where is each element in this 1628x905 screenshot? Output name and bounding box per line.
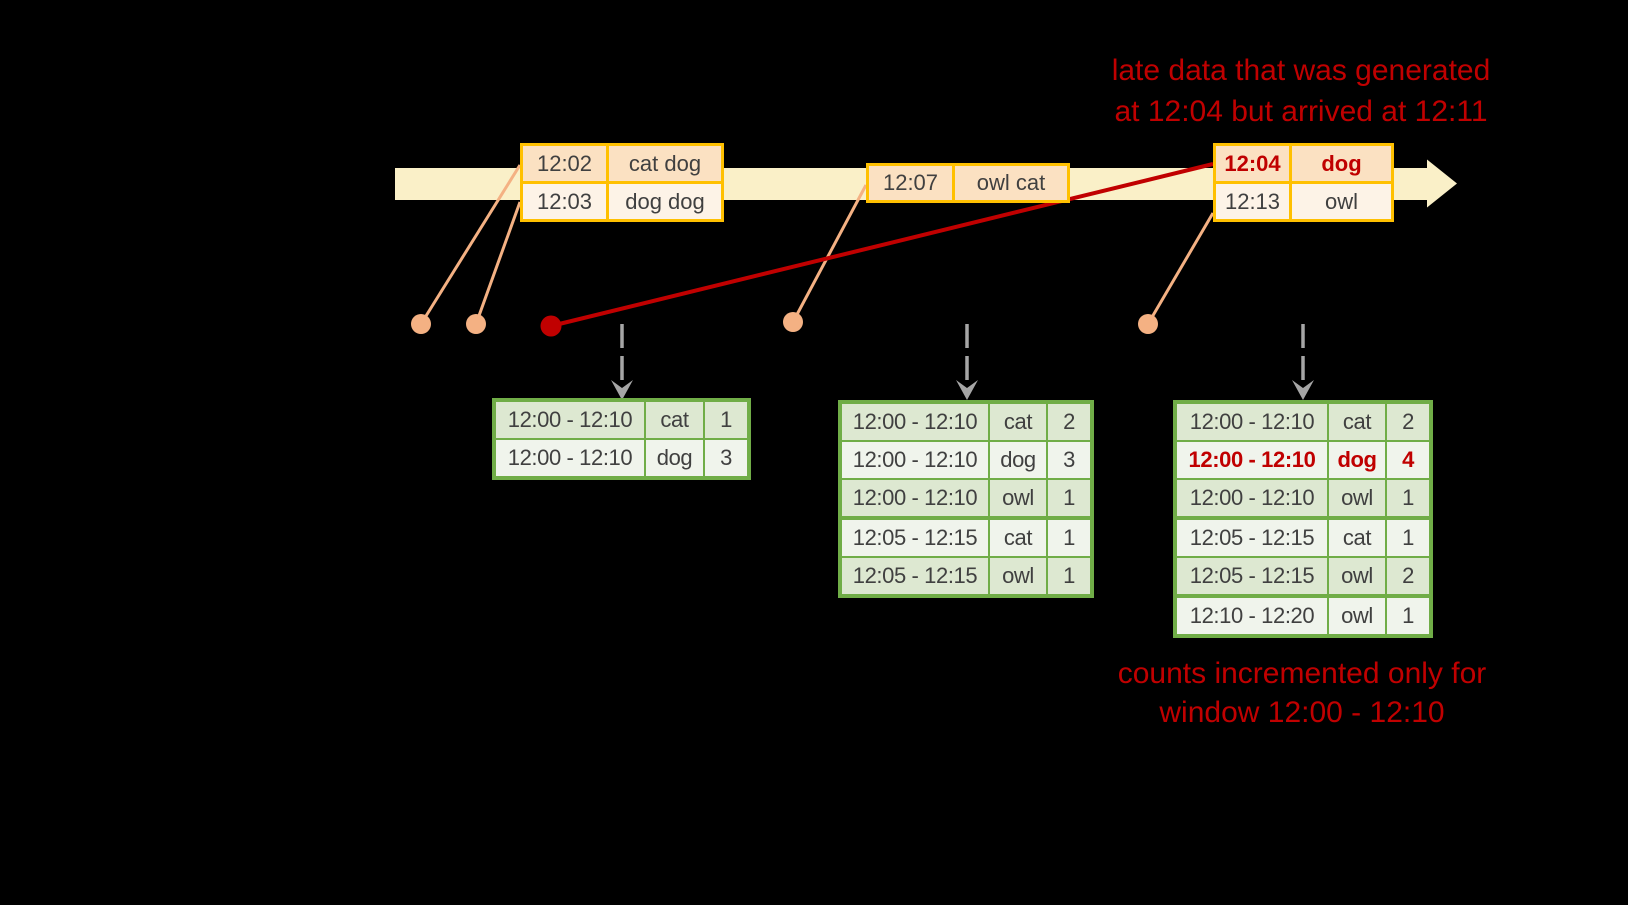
late-data-annotation-line2: at 12:04 but arrived at 12:11 — [1114, 95, 1488, 128]
count-cell: 1 — [1387, 480, 1429, 516]
event-words-cell: dog dog — [609, 184, 721, 219]
result-row: 12:00 - 12:10 cat 1 — [496, 402, 747, 438]
result-row: 12:00 - 12:10 dog 3 — [842, 442, 1090, 478]
event-row: 12:13 owl — [1216, 184, 1391, 219]
count-cell: 3 — [1048, 442, 1090, 478]
window-cell: 12:00 - 12:10 — [842, 404, 988, 440]
result-table-1: 12:00 - 12:10 cat 1 12:00 - 12:10 dog 3 — [492, 398, 751, 480]
event-dot — [783, 312, 803, 332]
late-data-annotation-line1: late data that was generated — [1111, 54, 1491, 87]
event-words-cell: owl cat — [955, 166, 1067, 200]
trigger-arrowhead-icon — [1292, 380, 1314, 400]
late-event-row: 12:04 dog — [1216, 146, 1391, 181]
word-cell: cat — [990, 520, 1046, 556]
event-time-cell: 12:02 — [523, 146, 606, 181]
word-cell: owl — [1329, 598, 1385, 634]
event-time-cell: 12:04 — [1216, 146, 1289, 181]
window-cell: 12:00 - 12:10 — [1177, 480, 1327, 516]
event-time-cell: 12:13 — [1216, 184, 1289, 219]
word-cell: owl — [1329, 558, 1385, 594]
count-cell: 2 — [1387, 404, 1429, 440]
word-cell: owl — [990, 558, 1046, 594]
result-row: 12:00 - 12:10 dog 3 — [496, 440, 747, 476]
counts-annotation-line1: counts incremented only for — [1117, 657, 1487, 690]
window-group: 12:05 - 12:15 cat 1 12:05 - 12:15 owl 2 — [1177, 520, 1429, 594]
window-group: 12:05 - 12:15 cat 1 12:05 - 12:15 owl 1 — [842, 520, 1090, 594]
event-time-cell: 12:03 — [523, 184, 606, 219]
word-cell: dog — [990, 442, 1046, 478]
result-table-2: 12:00 - 12:10 cat 2 12:00 - 12:10 dog 3 … — [838, 400, 1094, 598]
trigger-arrowhead-icon — [611, 380, 633, 400]
event-table-2: 12:07 owl cat — [866, 163, 1070, 203]
window-group: 12:00 - 12:10 cat 2 12:00 - 12:10 dog 3 … — [842, 404, 1090, 516]
event-words-cell: owl — [1292, 184, 1391, 219]
late-event-dot — [540, 315, 562, 337]
window-cell: 12:05 - 12:15 — [1177, 520, 1327, 556]
event-table-1: 12:02 cat dog 12:03 dog dog — [520, 143, 724, 222]
window-cell: 12:05 - 12:15 — [1177, 558, 1327, 594]
result-row: 12:10 - 12:20 owl 1 — [1177, 598, 1429, 634]
window-group: 12:10 - 12:20 owl 1 — [1177, 598, 1429, 634]
word-cell: dog — [1329, 442, 1385, 478]
late-data-annotation: late data that was generated at 12:04 bu… — [1051, 50, 1551, 132]
window-cell: 12:00 - 12:10 — [842, 480, 988, 516]
event-row: 12:02 cat dog — [523, 146, 721, 181]
event-time-cell: 12:07 — [869, 166, 952, 200]
word-cell: cat — [1329, 520, 1385, 556]
word-cell: cat — [1329, 404, 1385, 440]
count-cell: 1 — [1387, 598, 1429, 634]
word-cell: owl — [990, 480, 1046, 516]
event-row: 12:03 dog dog — [523, 184, 721, 219]
event-dot — [466, 314, 486, 334]
count-cell: 3 — [705, 440, 747, 476]
window-cell: 12:00 - 12:10 — [1177, 404, 1327, 440]
counts-annotation: counts incremented only for window 12:00… — [1052, 654, 1552, 732]
word-cell: owl — [1329, 480, 1385, 516]
window-cell: 12:00 - 12:10 — [1177, 442, 1327, 478]
window-cell: 12:00 - 12:10 — [496, 440, 644, 476]
window-cell: 12:05 - 12:15 — [842, 558, 988, 594]
late-event-connector-line — [550, 162, 1214, 328]
window-cell: 12:05 - 12:15 — [842, 520, 988, 556]
count-cell: 1 — [1387, 520, 1429, 556]
window-group: 12:00 - 12:10 cat 2 12:00 - 12:10 dog 4 … — [1177, 404, 1429, 516]
word-cell: dog — [646, 440, 703, 476]
counts-annotation-line2: window 12:00 - 12:10 — [1159, 696, 1445, 729]
result-row: 12:00 - 12:10 owl 1 — [842, 480, 1090, 516]
window-cell: 12:10 - 12:20 — [1177, 598, 1327, 634]
word-cell: cat — [990, 404, 1046, 440]
late-result-row: 12:00 - 12:10 dog 4 — [1177, 442, 1429, 478]
word-cell: cat — [646, 402, 703, 438]
event-table-3: 12:04 dog 12:13 owl — [1213, 143, 1394, 222]
event-words-cell: cat dog — [609, 146, 721, 181]
timeline-arrowhead-icon — [1427, 159, 1457, 208]
result-row: 12:00 - 12:10 cat 2 — [1177, 404, 1429, 440]
count-cell: 4 — [1387, 442, 1429, 478]
result-row: 12:05 - 12:15 cat 1 — [1177, 520, 1429, 556]
count-cell: 1 — [1048, 520, 1090, 556]
trigger-arrowhead-icon — [956, 380, 978, 400]
result-table-3: 12:00 - 12:10 cat 2 12:00 - 12:10 dog 4 … — [1173, 400, 1433, 638]
event-dot — [411, 314, 431, 334]
result-row: 12:05 - 12:15 owl 2 — [1177, 558, 1429, 594]
count-cell: 2 — [1048, 404, 1090, 440]
event-dot — [1138, 314, 1158, 334]
count-cell: 1 — [1048, 558, 1090, 594]
result-row: 12:05 - 12:15 owl 1 — [842, 558, 1090, 594]
count-cell: 2 — [1387, 558, 1429, 594]
event-connector-line — [419, 164, 522, 325]
event-connector-line — [1146, 212, 1215, 325]
result-row: 12:00 - 12:10 cat 2 — [842, 404, 1090, 440]
event-connector-line — [474, 201, 522, 325]
event-connector-line — [791, 184, 868, 323]
event-words-cell: dog — [1292, 146, 1391, 181]
window-cell: 12:00 - 12:10 — [496, 402, 644, 438]
count-cell: 1 — [705, 402, 747, 438]
window-group: 12:00 - 12:10 cat 1 12:00 - 12:10 dog 3 — [496, 402, 747, 476]
window-cell: 12:00 - 12:10 — [842, 442, 988, 478]
event-row: 12:07 owl cat — [869, 166, 1067, 200]
result-row: 12:05 - 12:15 cat 1 — [842, 520, 1090, 556]
count-cell: 1 — [1048, 480, 1090, 516]
result-row: 12:00 - 12:10 owl 1 — [1177, 480, 1429, 516]
